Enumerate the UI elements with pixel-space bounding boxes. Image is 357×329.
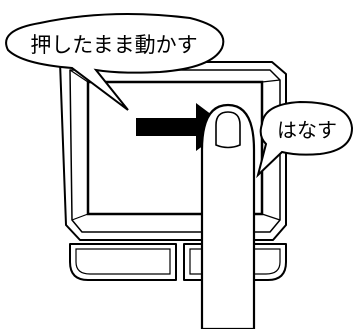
finger-icon	[200, 103, 256, 329]
left-click-button	[69, 243, 177, 281]
release-instruction-bubble: はなす	[256, 100, 354, 179]
drag-instruction-bubble: 押したまま動かす	[5, 13, 225, 111]
drag-instruction-text: 押したまま動かす	[30, 33, 197, 57]
release-instruction-text: はなす	[277, 118, 337, 142]
